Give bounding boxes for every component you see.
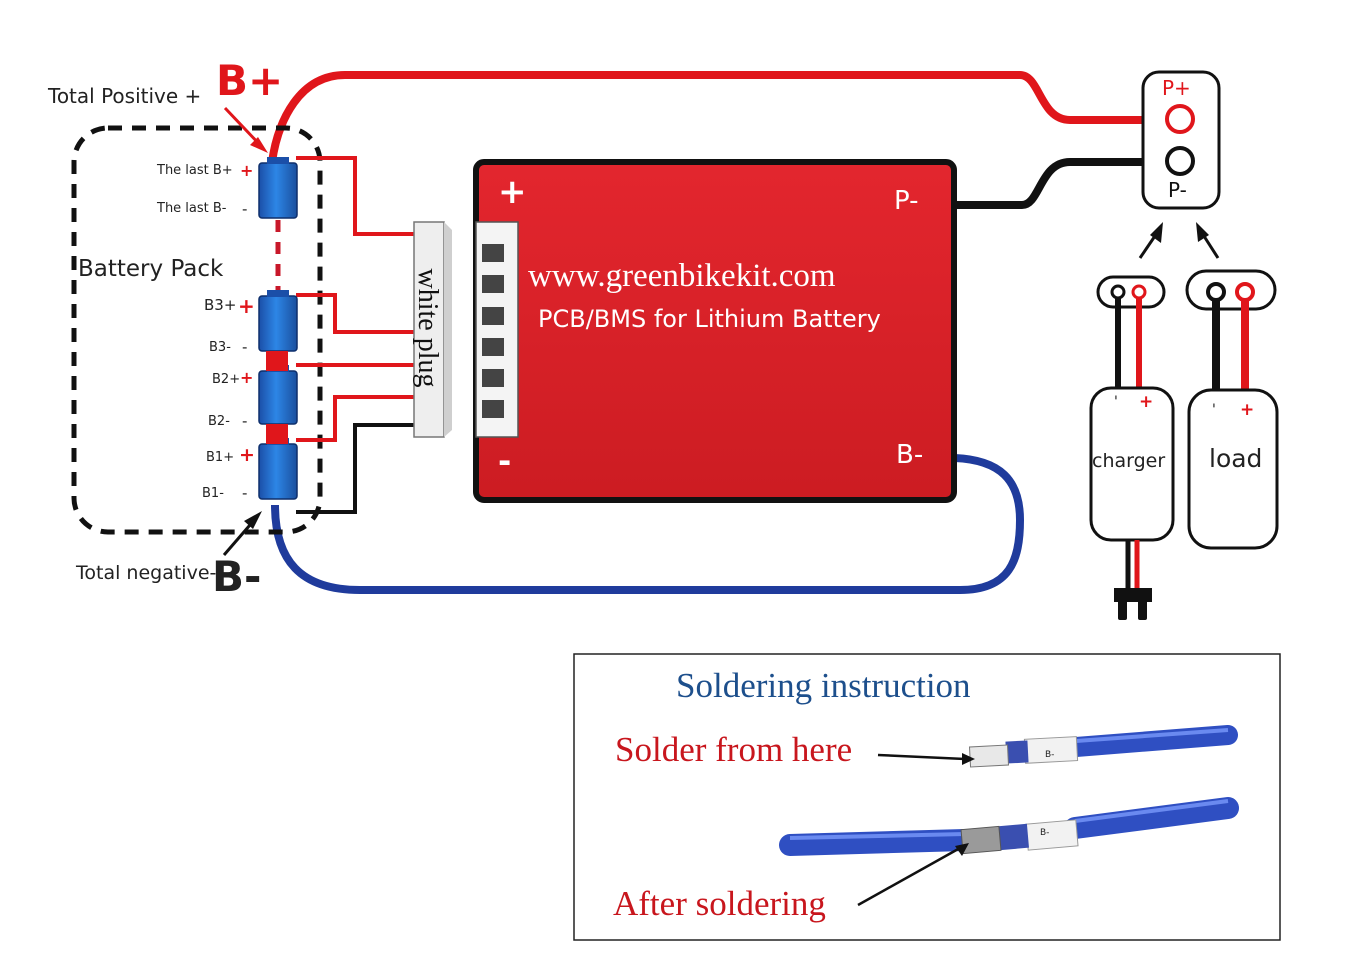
b3-plus-sign: + <box>238 294 255 318</box>
red-main-wire <box>268 71 1182 166</box>
battery-pack-outline <box>71 125 323 535</box>
port-p-plus-label: P+ <box>1162 76 1191 100</box>
b3-minus-sign: - <box>242 338 248 356</box>
last-b-minus-label: The last B- <box>157 201 227 216</box>
unsoldered-wire <box>968 725 1238 768</box>
b-plus-arrow <box>223 106 268 153</box>
total-negative-label: Total negative- <box>76 562 217 584</box>
white-plug-label: white plug <box>412 268 443 388</box>
sleeve-label-lower: B- <box>1040 828 1050 838</box>
soldering-title: Soldering instruction <box>676 666 971 705</box>
b3-minus-label: B3- <box>209 340 231 355</box>
bms-connector <box>475 221 519 438</box>
last-b-minus-sign: - <box>242 200 248 218</box>
after-soldering-label: After soldering <box>613 884 826 923</box>
after-soldering-arrow <box>857 843 969 907</box>
charger-device <box>1089 275 1175 620</box>
b2-minus-label: B2- <box>208 414 230 429</box>
output-port <box>1141 70 1221 210</box>
bms-b-minus-label: B- <box>896 440 924 470</box>
cell-stack <box>258 157 298 500</box>
b3-plus-label: B3+ <box>204 296 237 314</box>
charger-plus-label: + <box>1139 392 1154 412</box>
black-p-wire <box>952 158 1178 209</box>
white-plug <box>413 221 445 438</box>
b1-plus-label: B1+ <box>206 450 235 465</box>
charger-arrow <box>1138 222 1163 259</box>
b-minus-arrow <box>222 511 262 556</box>
port-p-minus-label: P- <box>1168 178 1187 202</box>
blue-negative-wire <box>271 454 1025 594</box>
last-b-plus-sign: + <box>240 161 254 180</box>
balance-wires <box>296 156 420 514</box>
b1-minus-sign: - <box>242 484 248 502</box>
soldered-wire <box>779 797 1239 856</box>
battery-cell-last <box>258 162 298 219</box>
battery-pack-label: Battery Pack <box>78 256 224 282</box>
bms-p-minus-label: P- <box>894 186 919 216</box>
b2-plus-sign: + <box>240 368 254 387</box>
battery-cell-b2 <box>258 370 298 425</box>
charger-label: charger <box>1092 450 1166 472</box>
p-plus-terminal <box>1165 104 1195 134</box>
charger-minus-label: ' <box>1114 394 1118 410</box>
last-b-plus-label: The last B+ <box>157 163 233 178</box>
b2-plus-label: B2+ <box>212 372 241 387</box>
total-positive-label: Total Positive + <box>48 84 202 108</box>
p-minus-terminal <box>1165 146 1195 176</box>
load-minus-label: ' <box>1212 402 1216 418</box>
load-label: load <box>1209 444 1263 473</box>
load-arrow <box>1196 222 1220 259</box>
sleeve-label-upper: B- <box>1045 750 1055 760</box>
load-plus-label: + <box>1240 400 1255 420</box>
battery-cell-b3 <box>258 295 298 352</box>
b1-plus-sign: + <box>239 444 255 466</box>
solder-from-here-label: Solder from here <box>615 730 853 769</box>
website-label: www.greenbikekit.com <box>528 258 836 294</box>
load-device <box>1185 269 1279 550</box>
b1-minus-label: B1- <box>202 486 224 501</box>
bms-plus-label: + <box>498 172 527 212</box>
soldering-instruction-box <box>573 653 1281 941</box>
bms-title-label: PCB/BMS for Lithium Battery <box>538 305 881 333</box>
bms-minus-label: - <box>498 442 512 480</box>
b2-minus-sign: - <box>242 412 248 430</box>
battery-cell-b1 <box>258 443 298 500</box>
b-minus-big-label: B- <box>212 552 262 601</box>
b-plus-big-label: B+ <box>216 56 284 105</box>
solder-from-here-arrow <box>877 753 975 765</box>
